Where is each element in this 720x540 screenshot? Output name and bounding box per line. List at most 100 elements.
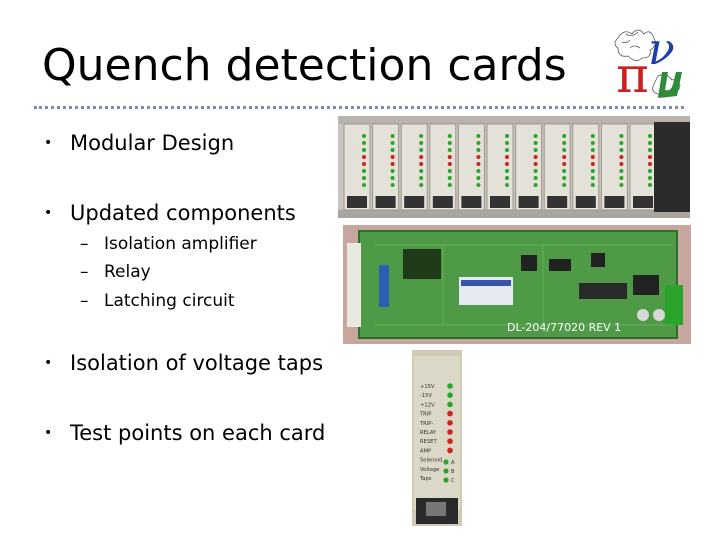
crate-led [648, 176, 652, 180]
card-tap-label: C [451, 478, 455, 484]
crate-led [447, 134, 452, 138]
card-label: RESET [420, 439, 437, 445]
sub-bullet-text: Latching circuit [104, 291, 235, 311]
card-panel: +15V-15V+12VTRIPTRIP-RELAYRESETAMPSoleno… [419, 383, 455, 484]
crate-connector [347, 196, 367, 208]
crate-led [447, 141, 452, 145]
bullet-item: • Isolation of voltage taps [44, 351, 323, 375]
crate-card [515, 123, 543, 211]
logo-mu [658, 72, 682, 98]
crate-card [372, 123, 400, 211]
crate-led [590, 169, 595, 173]
crate-led [476, 141, 481, 145]
crate-led [505, 155, 509, 159]
circuit-board-photo: DL-204/77020 REV 1 [343, 225, 691, 344]
sub-bullet-glyph: – [80, 262, 89, 282]
crate-card [343, 123, 371, 211]
sub-bullet-item: –Isolation amplifier [80, 234, 257, 254]
crate-led [648, 162, 652, 166]
crate-led [590, 148, 595, 152]
card-label: Taps [419, 476, 432, 482]
crate-card [400, 123, 428, 211]
crate-led [619, 141, 624, 145]
board-label: DL-204/77020 REV 1 [507, 321, 621, 334]
crate-led [505, 183, 509, 187]
sub-bullet-item: –Relay [80, 262, 151, 282]
card-tap-led [443, 468, 449, 474]
card-label: Voltage [420, 467, 439, 473]
bullet-text: Isolation of voltage taps [70, 351, 324, 375]
crate-led [476, 183, 481, 187]
crate-led [447, 148, 452, 152]
crate-led [390, 183, 395, 187]
card-label: Solenoid [420, 458, 442, 464]
crate-card [629, 123, 657, 211]
pi-nu-logo: π ν [614, 24, 682, 102]
crate-led [419, 162, 424, 166]
slide-title: Quench detection cards [42, 40, 567, 91]
card-photo: +15V-15V+12VTRIPTRIP-RELAYRESETAMPSoleno… [412, 350, 462, 526]
crate-led [590, 183, 595, 187]
crate-connector [518, 196, 539, 208]
crate-led [590, 162, 595, 166]
bullet-item: • Test points on each card [44, 421, 325, 445]
crate-led [390, 134, 395, 138]
crate-led [362, 169, 366, 173]
crate-card [486, 123, 514, 211]
crate-led [419, 155, 424, 159]
crate-led [648, 141, 652, 145]
logo-nu: ν [648, 24, 675, 75]
bullet-glyph: • [44, 355, 53, 371]
crate-led [619, 162, 624, 166]
crate-led [590, 155, 595, 159]
card-label: RELAY [420, 430, 437, 436]
crate-led [648, 169, 652, 173]
crate-led [619, 169, 624, 173]
crate-connector [432, 196, 453, 208]
crate-led [648, 183, 652, 187]
card-tap-label: A [451, 460, 455, 466]
crate-cards [343, 123, 657, 211]
crate-led [533, 148, 538, 152]
crate-led [419, 176, 424, 180]
crate-led [562, 141, 567, 145]
card-tap-led [443, 477, 449, 483]
crate-led [505, 148, 509, 152]
bullet-text: Updated components [70, 201, 296, 225]
crate-led [362, 176, 366, 180]
crate-led [447, 169, 452, 173]
crate-card [600, 123, 628, 211]
crate-led [390, 169, 395, 173]
crate-led [505, 169, 509, 173]
crate-connector [547, 196, 568, 208]
crate-led [590, 176, 595, 180]
card-led [447, 447, 453, 454]
card-label: +12V [420, 402, 435, 408]
card-tap-label: B [451, 469, 455, 475]
card-led [447, 429, 453, 435]
crate-led [648, 148, 652, 152]
card-label: -15V [420, 393, 432, 399]
sub-bullet-glyph: – [80, 234, 89, 254]
crate-led [419, 134, 424, 138]
title-rule [34, 106, 684, 109]
crate-led [505, 162, 509, 166]
crate-led [419, 148, 424, 152]
crate-led [619, 155, 624, 159]
crate-led [505, 176, 509, 180]
bullet-text: Modular Design [70, 131, 235, 155]
crate-led [476, 176, 481, 180]
crate-led [533, 141, 538, 145]
card-led [447, 383, 453, 389]
crate-led [447, 162, 452, 166]
crate-led [390, 148, 395, 152]
bullet-text: Test points on each card [70, 421, 326, 445]
crate-led [533, 162, 538, 166]
crate-led [476, 134, 481, 138]
logo-pi: π [616, 46, 649, 102]
crate-connector [575, 196, 596, 208]
crate-connector [461, 196, 482, 208]
bullet-glyph: • [44, 425, 53, 441]
card-led [447, 438, 453, 444]
crate-connector [375, 196, 396, 208]
